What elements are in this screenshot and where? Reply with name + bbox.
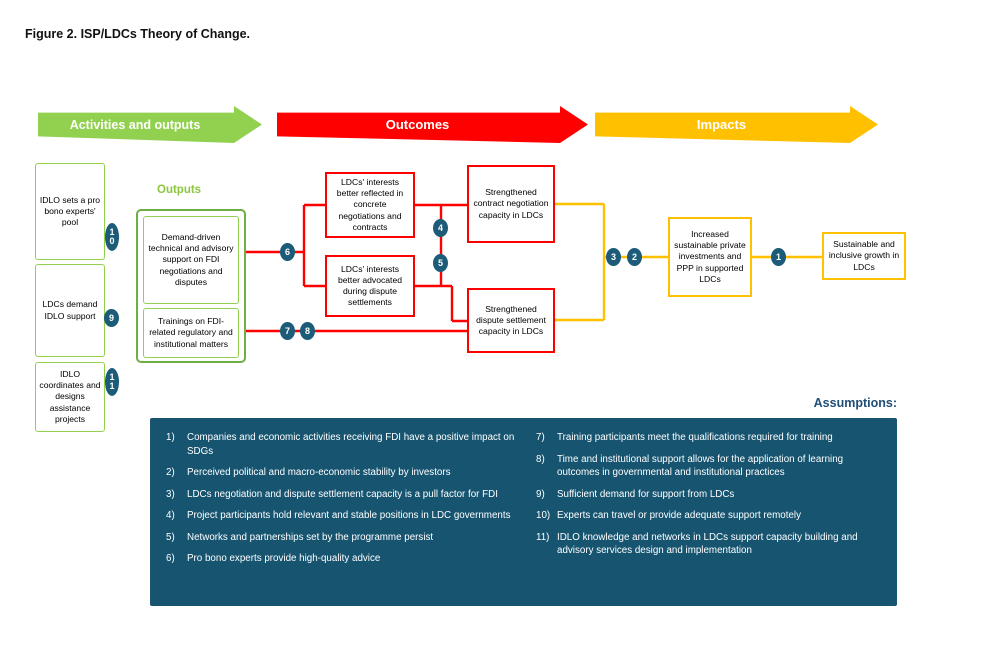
assumption-item-5: 5) Networks and partnerships set by the … — [166, 531, 518, 545]
assumption-item-4: 4) Project participants hold relevant an… — [166, 509, 518, 523]
assumption-text: Sufficient demand for support from LDCs — [557, 488, 735, 500]
box-idlo-pool: IDLO sets a pro bono experts' pool — [35, 163, 105, 260]
badge-2-label: 2 — [631, 252, 637, 262]
badge-9: 9 — [104, 309, 119, 327]
assumptions-column-left: 1) Companies and economic activities rec… — [166, 431, 518, 593]
box-dispute-capacity: Strengthened dispute settlement capacity… — [467, 288, 555, 353]
assumption-text: Networks and partnerships set by the pro… — [187, 531, 434, 543]
badge-4: 4 — [433, 219, 448, 237]
assumptions-column-right: 7) Training participants meet the qualif… — [536, 431, 881, 593]
badge-4-label: 4 — [437, 223, 443, 233]
box-interests-reflected: LDCs' interests better reflected in conc… — [325, 172, 415, 238]
badge-7-label: 7 — [284, 326, 290, 336]
assumption-number: 3) — [166, 488, 175, 500]
assumption-text: Experts can travel or provide adequate s… — [557, 510, 801, 522]
box-investments: Increased sustainable private investment… — [668, 217, 752, 297]
box-idlo-coordinates: IDLO coordinates and designs assistance … — [35, 362, 105, 432]
assumption-text: Perceived political and macro-economic s… — [187, 467, 451, 479]
assumption-number: 1) — [166, 432, 175, 443]
assumption-item-8: 8) Time and institutional support allows… — [536, 453, 881, 480]
assumption-text: IDLO knowledge and networks in LDCs supp… — [557, 531, 858, 557]
assumption-text: Pro bono experts provide high-quality ad… — [187, 553, 381, 565]
assumption-text: Project participants hold relevant and s… — [187, 510, 511, 522]
assumption-number: 6) — [166, 553, 175, 565]
outputs-heading: Outputs — [157, 184, 202, 196]
assumption-text: Training participants meet the qualifica… — [557, 432, 833, 443]
assumptions-heading: Assumptions: — [813, 396, 897, 410]
assumption-number: 5) — [166, 531, 175, 543]
assumption-number: 9) — [536, 488, 545, 500]
badge-9-label: 9 — [108, 313, 114, 323]
yellow-connectors — [555, 202, 822, 322]
assumption-item-7: 7) Training participants meet the qualif… — [536, 431, 881, 445]
assumption-number: 10) — [536, 510, 551, 522]
box-contract-capacity: Strengthened contract negotiation capaci… — [467, 165, 555, 243]
badge-6: 6 — [280, 243, 295, 261]
box-demand-driven-support: Demand-driven technical and advisory sup… — [143, 216, 239, 304]
assumption-number: 2) — [166, 467, 175, 479]
assumption-item-1: 1) Companies and economic activities rec… — [166, 431, 518, 458]
assumption-text: LDCs negotiation and dispute settlement … — [187, 488, 498, 500]
assumption-item-6: 6) Pro bono experts provide high-quality… — [166, 552, 518, 566]
assumption-item-11: 11) IDLO knowledge and networks in LDCs … — [536, 531, 881, 558]
assumption-text: Time and institutional support allows fo… — [557, 453, 844, 479]
badge-5-label: 5 — [437, 258, 443, 268]
badge-7: 7 — [280, 322, 295, 340]
box-trainings: Trainings on FDI-related regulatory and … — [143, 308, 239, 358]
badge-2: 2 — [627, 248, 642, 266]
badge-5: 5 — [433, 254, 448, 272]
assumption-number: 8) — [536, 453, 545, 465]
badge-10: 10 — [105, 223, 119, 251]
assumption-text: Companies and economic activities receiv… — [187, 432, 515, 457]
assumption-item-9: 9) Sufficient demand for support from LD… — [536, 488, 881, 502]
badge-11-label: 11 — [109, 372, 115, 391]
badge-8-label: 8 — [304, 326, 310, 336]
assumption-number: 11) — [536, 531, 550, 543]
badge-1: 1 — [771, 248, 786, 266]
badge-6-label: 6 — [284, 247, 290, 257]
badge-10-label: 10 — [109, 227, 115, 246]
assumption-item-2: 2) Perceived political and macro-economi… — [166, 466, 518, 480]
box-ldc-demand: LDCs demand IDLO support — [35, 264, 105, 357]
figure-title: Figure 2. ISP/LDCs Theory of Change. — [25, 27, 251, 41]
badge-3: 3 — [606, 248, 621, 266]
assumption-number: 4) — [166, 510, 175, 522]
badge-3-label: 3 — [610, 252, 616, 262]
box-growth: Sustainable and inclusive growth in LDCs — [822, 232, 906, 280]
assumption-item-10: 10) Experts can travel or provide adequa… — [536, 509, 881, 523]
badge-8: 8 — [300, 322, 315, 340]
red-connectors — [239, 203, 468, 333]
badge-11: 11 — [105, 368, 119, 396]
box-interests-advocated: LDCs' interests better advocated during … — [325, 255, 415, 317]
assumption-number: 7) — [536, 432, 545, 443]
badge-1-label: 1 — [775, 252, 781, 262]
assumption-item-3: 3) LDCs negotiation and dispute settleme… — [166, 488, 518, 502]
assumptions-panel: 1) Companies and economic activities rec… — [150, 418, 897, 606]
